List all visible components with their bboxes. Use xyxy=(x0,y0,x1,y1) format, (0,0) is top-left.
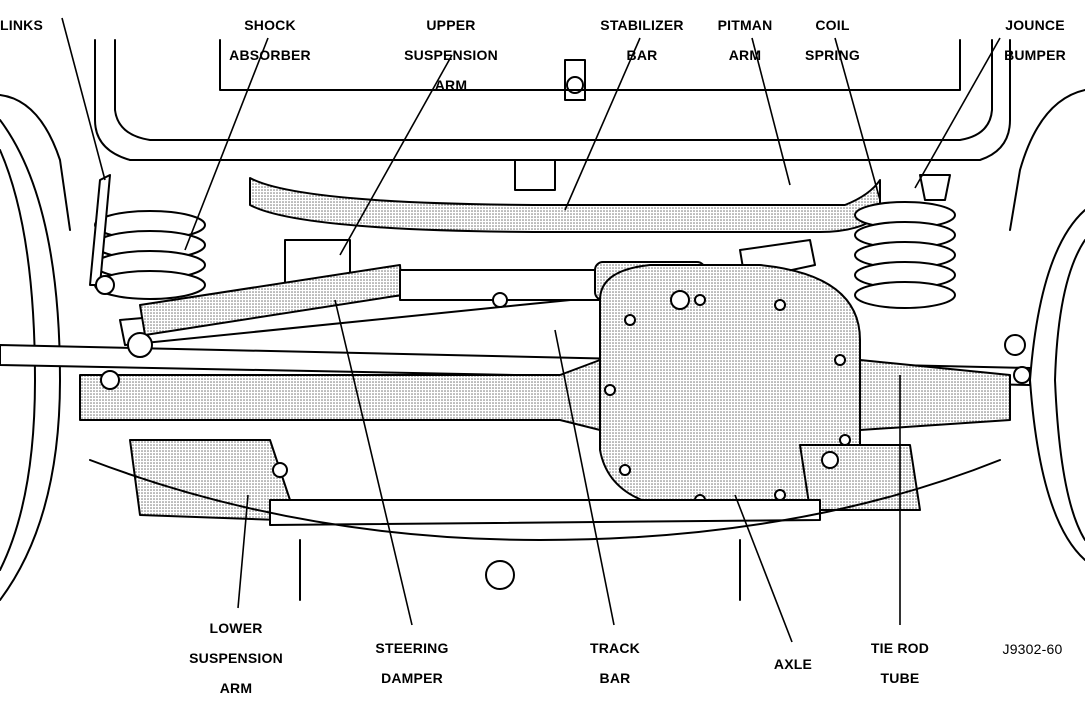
vehicle-frame xyxy=(0,39,1085,231)
label-track-bar-line-1: TRACK xyxy=(590,640,640,656)
label-track-bar: TRACK BAR xyxy=(580,626,650,701)
label-links: LINKS xyxy=(0,3,43,48)
label-coil-spring: COIL SPRING xyxy=(790,3,875,78)
bolts xyxy=(100,290,1031,478)
label-shock-absorber: SHOCK ABSORBER xyxy=(220,3,320,78)
label-lower-suspension-arm-line-1: LOWER xyxy=(209,620,263,636)
left-tire xyxy=(0,119,61,601)
label-jounce-bumper-line-2: BUMPER xyxy=(1004,47,1066,63)
right-tire xyxy=(1029,209,1085,561)
label-steering-damper-line-1: STEERING xyxy=(375,640,449,656)
label-shock-absorber-line-2: ABSORBER xyxy=(229,47,311,63)
label-upper-suspension-arm-line-1: UPPER xyxy=(426,17,476,33)
stabilizer-bar-shape xyxy=(249,177,881,233)
label-jounce-bumper: JOUNCE BUMPER xyxy=(990,3,1080,78)
label-stabilizer-bar-line-2: BAR xyxy=(626,47,658,63)
leader-lines xyxy=(61,17,1001,643)
label-steering-damper: STEERING DAMPER xyxy=(362,626,462,701)
figure-id: J9302-60 xyxy=(1002,641,1063,657)
label-stabilizer-bar-line-1: STABILIZER xyxy=(600,17,684,33)
front-suspension-diagram xyxy=(0,17,1085,643)
right-coil-spring xyxy=(854,201,956,309)
label-tie-rod-tube-line-1: TIE ROD xyxy=(870,640,930,656)
label-upper-suspension-arm-line-3: ARM xyxy=(434,77,468,93)
left-lower-suspension-arm xyxy=(129,439,291,521)
crossmember xyxy=(89,459,1001,541)
label-upper-suspension-arm-line-2: SUSPENSION xyxy=(404,47,498,63)
label-shock-absorber-line-1: SHOCK xyxy=(244,17,296,33)
label-axle-line-1: AXLE xyxy=(773,656,813,672)
label-stabilizer-bar: STABILIZER BAR xyxy=(592,3,692,78)
label-coil-spring-line-2: SPRING xyxy=(805,47,860,63)
label-track-bar-line-2: BAR xyxy=(599,670,631,686)
jounce-bumper-shape xyxy=(919,174,951,201)
label-pitman-arm: PITMAN ARM xyxy=(705,3,785,78)
label-upper-suspension-arm: UPPER SUSPENSION ARM xyxy=(395,3,507,108)
label-lower-suspension-arm-line-3: ARM xyxy=(219,680,253,696)
label-pitman-arm-line-1: PITMAN xyxy=(717,17,773,33)
label-coil-spring-line-1: COIL xyxy=(815,17,850,33)
label-steering-damper-line-2: DAMPER xyxy=(381,670,443,686)
label-tie-rod-tube: TIE ROD TUBE xyxy=(855,626,945,701)
label-pitman-arm-line-2: ARM xyxy=(728,47,762,63)
label-tie-rod-tube-line-2: TUBE xyxy=(880,670,920,686)
label-jounce-bumper-line-1: JOUNCE xyxy=(1005,17,1065,33)
label-axle: AXLE xyxy=(768,642,818,687)
label-links-line-1: LINKS xyxy=(0,17,43,33)
